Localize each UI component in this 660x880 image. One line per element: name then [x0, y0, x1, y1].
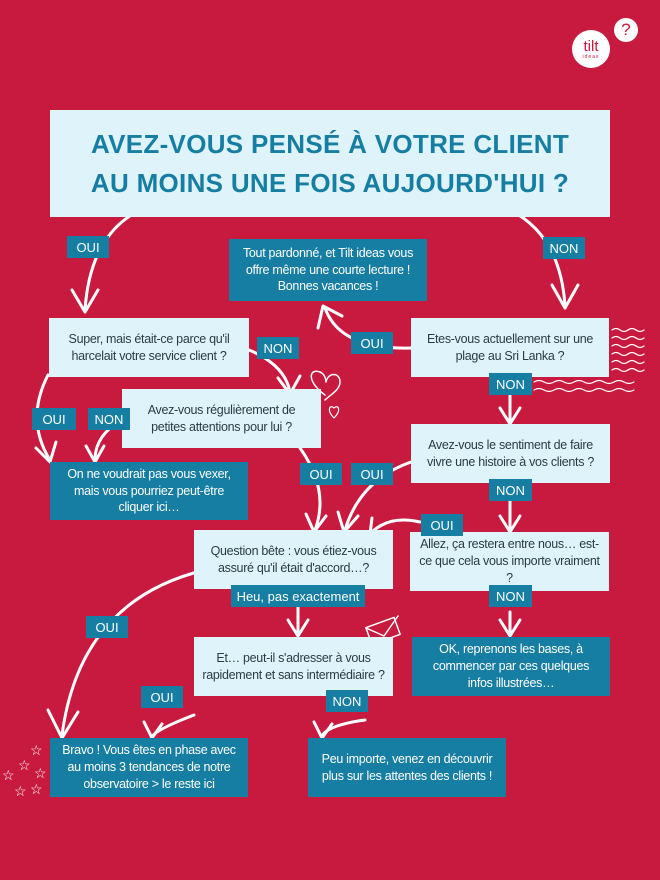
- label-non-title: NON: [543, 237, 585, 259]
- arrow-adresser-oui: [142, 713, 196, 740]
- label-non-adresser: NON: [326, 690, 368, 712]
- logo-subtext: ideas: [582, 53, 600, 60]
- logo-text: tilt: [583, 37, 599, 55]
- arrow-title-non: [508, 208, 580, 310]
- svg-text:☆: ☆: [14, 783, 27, 799]
- arrow-attentions-oui: [298, 446, 328, 534]
- label-heu-pas-exactement: Heu, pas exactement: [231, 585, 365, 607]
- label-non-allez: NON: [489, 585, 532, 607]
- tilt-ideas-logo[interactable]: tilt ideas: [572, 30, 610, 68]
- box-ok-bases[interactable]: OK, reprenons les bases, à commencer par…: [412, 637, 610, 696]
- label-non-attentions: NON: [88, 408, 130, 430]
- arrow-heu: [286, 604, 310, 638]
- label-non-super: NON: [257, 337, 299, 359]
- arrow-adresser-non: [312, 718, 367, 740]
- svg-text:☆: ☆: [18, 757, 31, 773]
- box-attentions: Avez-vous régulièrement de petites atten…: [122, 389, 321, 448]
- small-heart-icon: [328, 406, 340, 419]
- box-histoire: Avez-vous le sentiment de faire vivre un…: [411, 424, 610, 483]
- label-non-histoire: NON: [489, 479, 532, 501]
- box-peu-importe[interactable]: Peu importe, venez en découvrir plus sur…: [308, 738, 506, 797]
- title-line-1: AVEZ-VOUS PENSÉ À VOTRE CLIENT: [90, 128, 569, 159]
- svg-text:☆: ☆: [30, 742, 43, 758]
- page-title: AVEZ-VOUS PENSÉ À VOTRE CLIENT AU MOINS …: [50, 110, 610, 217]
- arrow-histoire-non: [498, 499, 522, 534]
- label-non-srilanka: NON: [489, 373, 532, 395]
- svg-text:☆: ☆: [2, 767, 15, 783]
- box-allez: Allez, ça restera entre nous… est-ce que…: [410, 532, 609, 591]
- box-vexer[interactable]: On ne voudrait pas vous vexer, mais vous…: [50, 462, 248, 520]
- label-oui-title: OUI: [67, 236, 109, 258]
- box-bravo[interactable]: Bravo ! Vous êtes en phase avec au moins…: [50, 738, 248, 797]
- arrow-question-oui: [46, 568, 207, 740]
- box-question-bete: Question bête : vous étiez-vous assuré q…: [194, 530, 393, 589]
- label-oui-histoire: OUI: [351, 463, 393, 485]
- label-oui-adresser: OUI: [141, 686, 183, 708]
- label-oui-allez: OUI: [421, 514, 463, 536]
- svg-text:☆: ☆: [30, 781, 43, 797]
- label-oui-attentions: OUI: [300, 463, 342, 485]
- arrow-allez-non: [498, 610, 522, 638]
- arrow-title-oui: [70, 208, 142, 314]
- question-mark-icon: ?: [614, 18, 638, 42]
- svg-text:☆: ☆: [34, 765, 47, 781]
- title-line-2: AU MOINS UNE FOIS AUJOURD'HUI ?: [90, 167, 570, 198]
- waves-decoration: [533, 327, 645, 393]
- box-sri-lanka: Etes-vous actuellement sur une plage au …: [411, 318, 609, 377]
- label-oui-srilanka: OUI: [351, 332, 393, 354]
- box-super: Super, mais était-ce parce qu'il harcela…: [49, 318, 249, 377]
- box-tout-pardonne[interactable]: Tout pardonné, et Tilt ideas vous offre …: [229, 239, 427, 301]
- heart-icon: [310, 370, 341, 401]
- stars-decoration: ☆☆☆☆☆☆: [2, 742, 47, 799]
- arrow-srilanka-non: [498, 393, 522, 426]
- label-oui-super: OUI: [32, 408, 76, 430]
- label-oui-question: OUI: [86, 616, 128, 638]
- box-adresser: Et… peut-il s'adresser à vous rapidement…: [194, 637, 393, 696]
